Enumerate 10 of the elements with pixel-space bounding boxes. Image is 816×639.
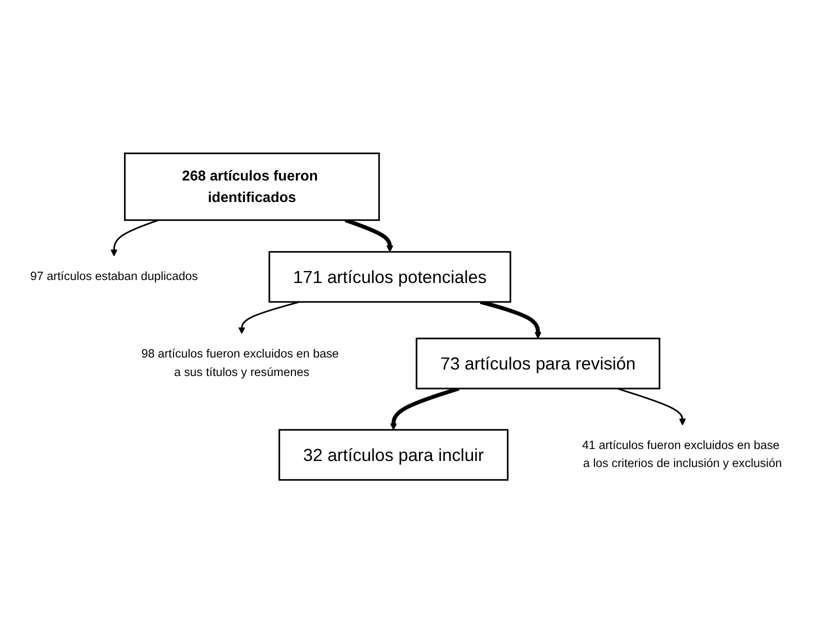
node-box: 73 artículos para revisión bbox=[416, 338, 660, 390]
arrow bbox=[480, 300, 542, 340]
node-text: 97 artículos estaban duplicados bbox=[30, 270, 198, 284]
node-box: 32 artículos para incluir bbox=[278, 430, 508, 482]
arrow bbox=[238, 302, 300, 335]
node-text: 98 artículos fueron excluidos en base a sus títulos y resúmenes bbox=[141, 348, 339, 380]
node-box: 171 artículos potenciales bbox=[268, 252, 512, 304]
arrow bbox=[390, 387, 460, 431]
node-box: 268 artículos fueron identificados bbox=[124, 153, 380, 222]
node-text: 41 artículos fueron excluidos en base a los criterios de inclusión y exclusión bbox=[582, 439, 782, 470]
